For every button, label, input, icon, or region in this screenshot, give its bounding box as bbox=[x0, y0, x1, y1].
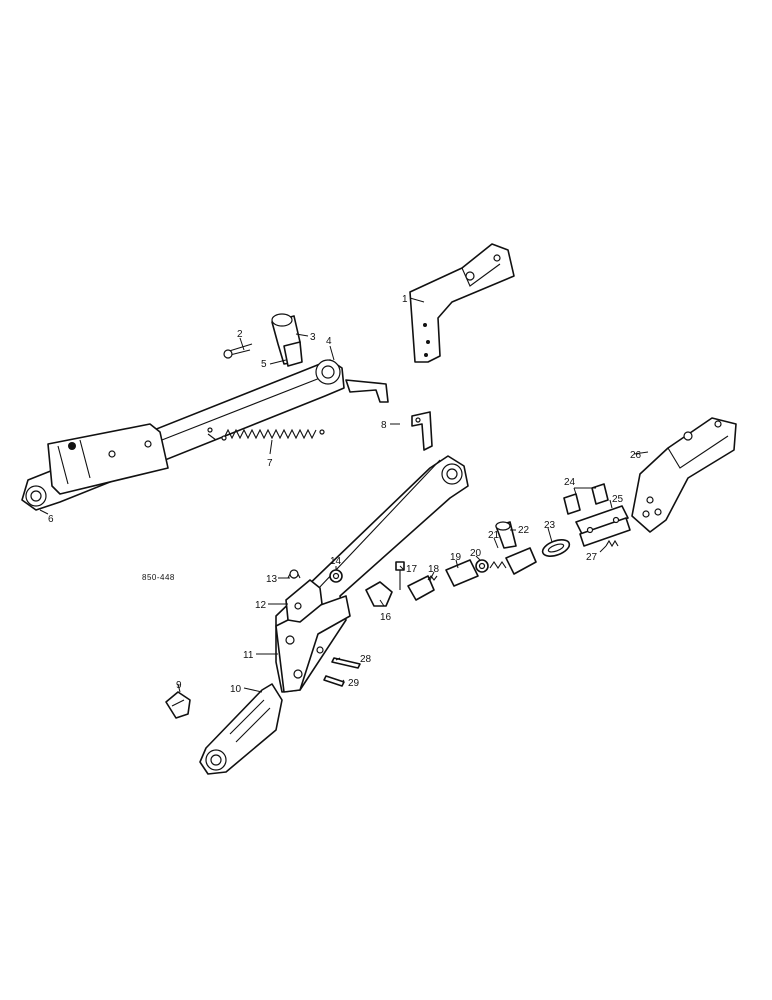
callout-28: 28 bbox=[360, 654, 372, 665]
part-25-plates bbox=[575, 505, 631, 547]
callout-27: 27 bbox=[586, 552, 598, 563]
callout-12: 12 bbox=[255, 600, 267, 611]
callout-labels: 1 2 3 4 5 6 7 8 9 10 11 12 13 14 16 17 1… bbox=[48, 294, 642, 695]
callout-18: 18 bbox=[428, 564, 440, 575]
part-8-bracket bbox=[345, 379, 433, 451]
lower-link-arm bbox=[275, 455, 469, 693]
callout-20: 20 bbox=[470, 548, 482, 559]
callout-2: 2 bbox=[237, 329, 243, 340]
part-5-pin bbox=[283, 341, 303, 367]
callout-24: 24 bbox=[564, 477, 576, 488]
part-23-chain-link bbox=[541, 539, 571, 557]
callout-17: 17 bbox=[406, 564, 418, 575]
callout-13: 13 bbox=[266, 574, 278, 585]
callout-21: 21 bbox=[488, 530, 500, 541]
callout-3: 3 bbox=[310, 332, 316, 343]
callout-7: 7 bbox=[267, 458, 273, 469]
callout-29: 29 bbox=[348, 678, 360, 689]
part-22-pin bbox=[495, 521, 517, 549]
part-27-clip bbox=[605, 539, 619, 548]
callout-4: 4 bbox=[326, 336, 332, 347]
upper-lower-link-arm bbox=[21, 359, 345, 511]
part-29-pin bbox=[323, 675, 345, 687]
callout-1: 1 bbox=[402, 294, 408, 305]
part-20-nut bbox=[475, 559, 489, 573]
part-16-yoke bbox=[365, 581, 393, 607]
part-24-pins bbox=[563, 483, 609, 515]
callout-14: 14 bbox=[330, 556, 342, 567]
part-28-pin bbox=[331, 657, 361, 669]
part-1-bracket bbox=[409, 243, 515, 363]
callout-5: 5 bbox=[261, 359, 267, 370]
part-7-spring bbox=[207, 428, 325, 441]
callout-16: 16 bbox=[380, 612, 392, 623]
part-10-extension bbox=[199, 683, 283, 775]
callout-10: 10 bbox=[230, 684, 242, 695]
callout-26: 26 bbox=[630, 450, 642, 461]
figure-reference-code: 850-448 bbox=[142, 573, 175, 582]
callout-9: 9 bbox=[176, 680, 182, 691]
part-18-clevis bbox=[407, 575, 438, 601]
part-21-screw bbox=[489, 547, 537, 575]
callout-22: 22 bbox=[518, 525, 530, 536]
callout-6: 6 bbox=[48, 514, 54, 525]
part-12-plate bbox=[285, 579, 323, 623]
callout-23: 23 bbox=[544, 520, 556, 531]
callout-8: 8 bbox=[381, 420, 387, 431]
callout-25: 25 bbox=[612, 494, 624, 505]
part-2-pin-clip bbox=[223, 343, 253, 359]
part-13-spring bbox=[287, 569, 301, 580]
callout-11: 11 bbox=[243, 650, 254, 661]
leader-lines bbox=[39, 297, 649, 693]
part-9-clip bbox=[165, 691, 191, 719]
part-19-sleeve bbox=[445, 559, 479, 587]
part-14-nut bbox=[329, 569, 343, 583]
callout-19: 19 bbox=[450, 552, 462, 563]
part-26-bracket bbox=[631, 417, 737, 533]
